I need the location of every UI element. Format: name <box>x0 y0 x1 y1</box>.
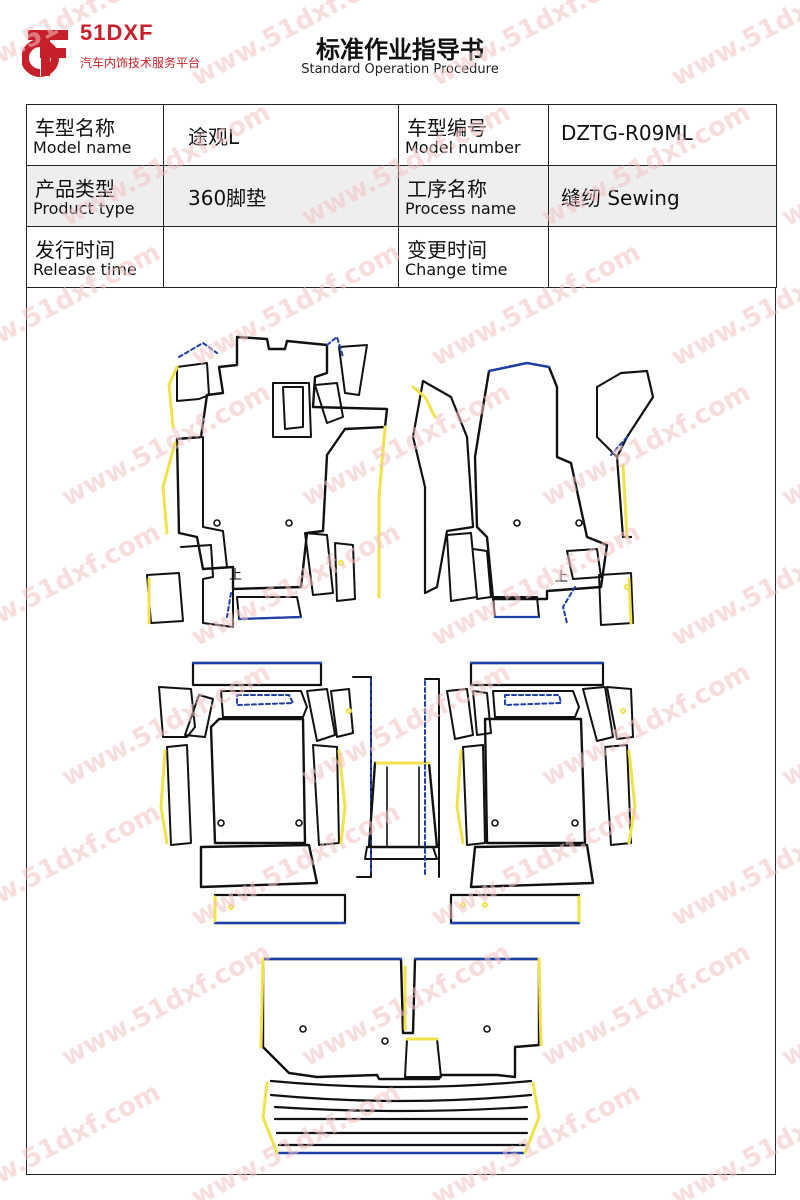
release-time-label: 发行时间 Release time <box>26 226 164 288</box>
model-name-value: 途观L <box>163 104 399 166</box>
front-right-mat-pattern: 上 <box>411 361 655 626</box>
change-time-label: 变更时间 Change time <box>398 226 549 288</box>
info-row-product: 产品类型 Product type 360脚垫 工序名称 Process nam… <box>26 165 777 227</box>
watermark-text: www.51dxf.com <box>776 97 800 233</box>
change-time-value <box>548 226 777 288</box>
floor-mat-pattern: 上 <box>146 335 655 1155</box>
watermark-text: www.51dxf.com <box>666 0 800 93</box>
page-title: 标准作业指导书 <box>316 36 484 64</box>
trunk-mat-pattern <box>259 957 543 1155</box>
logo-brand: 51DXF <box>80 20 154 45</box>
pattern-drawing-area: 上 <box>26 287 776 1175</box>
watermark-text: www.51dxf.com <box>776 657 800 793</box>
direction-marker-left: 上 <box>229 568 242 583</box>
model-number-label: 车型编号 Model number <box>398 104 549 166</box>
logo-tagline: 汽车内饰技术服务平台 <box>80 56 201 70</box>
watermark-text: www.51dxf.com <box>776 937 800 1073</box>
model-number-value: DZTG-R09ML <box>548 104 777 166</box>
model-name-label: 车型名称 Model name <box>26 104 164 166</box>
info-row-model: 车型名称 Model name 途观L 车型编号 Model number DZ… <box>26 104 777 166</box>
page-subtitle: Standard Operation Procedure <box>301 62 499 77</box>
product-type-value: 360脚垫 <box>163 165 399 227</box>
front-left-mat-pattern: 上 <box>146 335 389 628</box>
logo: 51DXF 汽车内饰技术服务平台 <box>22 18 232 78</box>
watermark-text: www.51dxf.com <box>776 377 800 513</box>
release-time-value <box>163 226 399 288</box>
product-type-label: 产品类型 Product type <box>26 165 164 227</box>
process-name-value: 缝纫 Sewing <box>548 165 777 227</box>
rear-right-mat-pattern <box>424 661 637 925</box>
rear-left-mat-pattern <box>158 661 372 925</box>
direction-marker-right: 上 <box>555 570 568 585</box>
center-tunnel-pattern <box>364 761 439 860</box>
logo-mark-icon <box>22 30 68 77</box>
info-table: 车型名称 Model name 途观L 车型编号 Model number DZ… <box>26 104 777 288</box>
process-name-label: 工序名称 Process name <box>398 165 549 227</box>
info-row-time: 发行时间 Release time 变更时间 Change time <box>26 226 777 288</box>
